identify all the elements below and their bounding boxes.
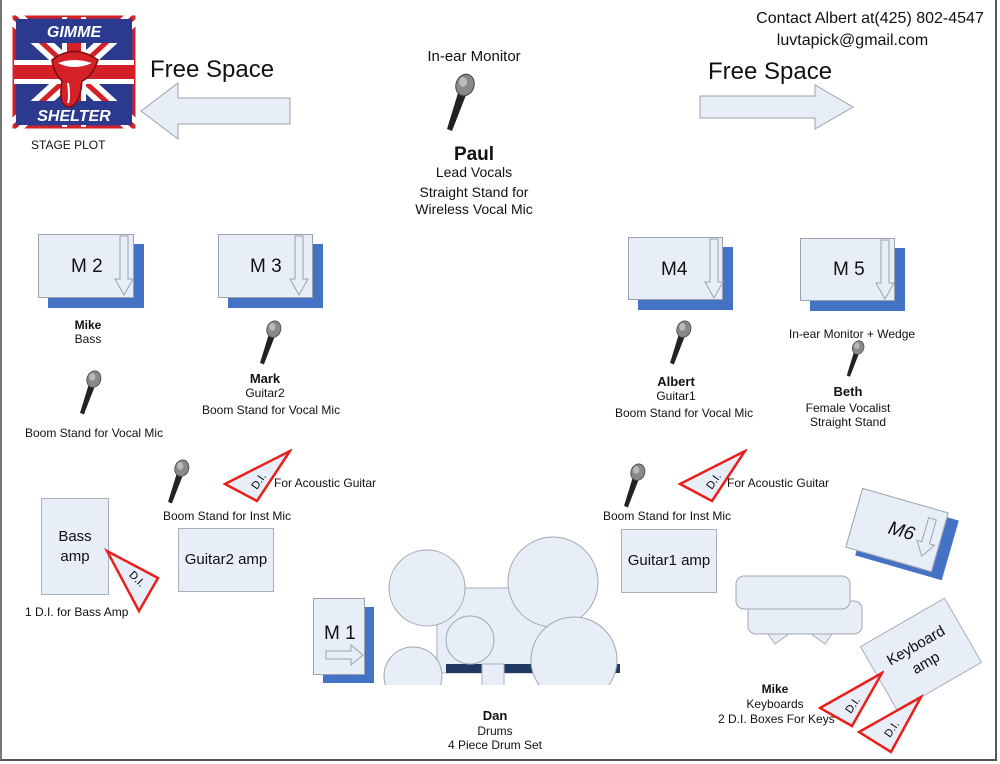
albert-mic-note: Boom Stand for Vocal Mic — [615, 406, 754, 420]
paul-stand-line2: Wireless Vocal Mic — [415, 201, 533, 217]
guitar1-amp-label: Guitar1 amp — [627, 552, 711, 569]
mark-name: Mark — [249, 371, 281, 386]
mike-bass-name: Mike — [74, 318, 102, 332]
free-space-left-label: Free Space — [150, 56, 275, 83]
dan-kit: 4 Piece Drum Set — [447, 738, 543, 752]
albert-role: Guitar1 — [656, 389, 696, 403]
mark-microphone-icon — [260, 320, 282, 365]
arrow-down-icon — [289, 235, 309, 297]
drum-tom-right — [507, 536, 599, 628]
drum-kit — [383, 536, 620, 685]
contact-phone: Contact Albert at(425) 802-4547 — [756, 10, 984, 27]
keys-di-note: 2 D.I. Boxes For Keys — [718, 712, 835, 726]
paul-monitor-label: In-ear Monitor — [427, 48, 521, 65]
bass-amp-line1: Bass — [58, 527, 92, 545]
arrow-down-icon — [704, 238, 724, 300]
albert-name: Albert — [657, 374, 695, 389]
logo-bottom-text: SHELTER — [37, 108, 111, 125]
albert-microphone-icon — [670, 320, 692, 365]
m5-label: M 5 — [833, 259, 865, 280]
keys-name: Mike — [761, 682, 789, 696]
di-box-keys-1: D.I. — [818, 670, 884, 728]
right-inst-di-note: For Acoustic Guitar — [727, 476, 830, 490]
contact-email: luvtapick@gmail.com — [776, 32, 929, 49]
arrow-left-icon — [140, 82, 291, 140]
beth-name: Beth — [833, 384, 863, 399]
monitor-wedge-m6: M6 — [845, 487, 960, 585]
beth-role: Female Vocalist — [805, 401, 891, 415]
right-inst-microphone-icon — [624, 463, 646, 508]
beth-microphone-icon — [846, 340, 865, 377]
drum-floor-tom-right — [530, 616, 618, 685]
paul-role: Lead Vocals — [435, 164, 513, 180]
di-box-left-acoustic: D.I. — [222, 448, 292, 503]
drum-throne — [481, 663, 505, 685]
di-box-right-acoustic: D.I. — [677, 448, 747, 503]
arrow-down-icon — [114, 235, 134, 297]
paul-microphone-icon — [447, 73, 475, 131]
guitar2-amp: Guitar2 amp — [178, 528, 274, 592]
mike-bass-mic-note: Boom Stand for Vocal Mic — [25, 426, 164, 440]
di-box-keys-2: D.I. — [857, 694, 923, 754]
paul-name: Paul — [453, 144, 495, 165]
m2-label: M 2 — [71, 256, 103, 277]
arrow-right-icon — [325, 644, 364, 666]
left-inst-mic-note: Boom Stand for Inst Mic — [163, 509, 292, 523]
beth-stand: Straight Stand — [809, 415, 887, 429]
keys-role: Keyboards — [746, 697, 804, 711]
guitar2-amp-label: Guitar2 amp — [184, 551, 268, 568]
bass-di-note: 1 D.I. for Bass Amp — [25, 605, 129, 619]
logo-top-text: GIMME — [47, 24, 103, 41]
drum-floor-tom-left — [383, 646, 443, 685]
drum-tom-left — [388, 549, 466, 627]
arrow-down-icon — [875, 239, 895, 301]
bass-amp-line2: amp — [60, 547, 90, 565]
arrow-right-icon — [699, 84, 854, 130]
free-space-right-label: Free Space — [708, 58, 833, 85]
paul-stand-line1: Straight Stand for — [419, 184, 529, 200]
left-inst-di-note: For Acoustic Guitar — [274, 476, 377, 490]
right-inst-mic-note: Boom Stand for Inst Mic — [603, 509, 732, 523]
mike-bass-role: Bass — [74, 332, 102, 346]
gimme-shelter-logo: GIMME SHELTER — [8, 11, 140, 133]
dan-name: Dan — [482, 708, 508, 723]
mike-bass-microphone-icon — [80, 370, 102, 415]
beth-monitor-label: In-ear Monitor + Wedge — [788, 327, 916, 341]
dan-role: Drums — [477, 724, 513, 738]
arrow-down-icon — [916, 517, 937, 558]
m4-label: M4 — [661, 259, 688, 280]
left-inst-microphone-icon — [168, 459, 190, 504]
mark-role: Guitar2 — [245, 386, 285, 400]
guitar1-amp: Guitar1 amp — [621, 529, 717, 593]
drum-snare — [445, 615, 495, 665]
keyboard-stand — [735, 575, 863, 645]
m3-label: M 3 — [250, 256, 282, 277]
m1-label: M 1 — [324, 623, 356, 644]
stage-plot-caption: STAGE PLOT — [31, 138, 106, 152]
keyboard-lower — [735, 575, 851, 610]
bass-amp: Bass amp — [41, 498, 109, 595]
mark-mic-note: Boom Stand for Vocal Mic — [202, 403, 341, 417]
di-box-bass: D.I. — [104, 548, 160, 614]
